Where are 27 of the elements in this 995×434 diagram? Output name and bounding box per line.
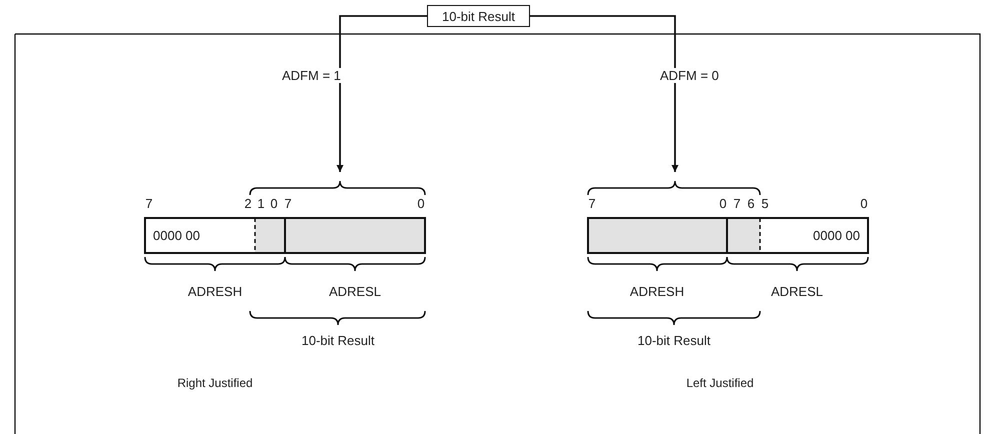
bit-number: 7	[145, 196, 153, 211]
register-name: ADRESH	[630, 284, 684, 299]
bit-number: 5	[761, 196, 769, 211]
bit-number: 0	[417, 196, 425, 211]
arrow	[336, 15, 427, 172]
bit-number: 0	[270, 196, 278, 211]
bit-number: 0	[719, 196, 727, 211]
result-box: 10-bit Result	[427, 5, 530, 27]
register-value: 0000 00	[153, 228, 200, 243]
caption-text: Right Justified	[177, 376, 253, 391]
bit-number: 2	[244, 196, 252, 211]
bit-number: 0	[860, 196, 868, 211]
edge-label: ADFM = 1	[282, 68, 341, 83]
register-name: ADRESH	[188, 284, 242, 299]
caption-text: Left Justified	[686, 376, 754, 391]
result-label: 10-bit Result	[638, 333, 710, 348]
arrow	[530, 15, 678, 172]
bit-number: 7	[588, 196, 596, 211]
edge-label: ADFM = 0	[660, 68, 719, 83]
register-value: 0000 00	[813, 228, 860, 243]
bit-number: 6	[747, 196, 755, 211]
register-name: ADRESL	[770, 284, 824, 299]
bit-number: 1	[257, 196, 265, 211]
result-label: 10-bit Result	[302, 333, 374, 348]
bit-number: 7	[284, 196, 292, 211]
bit-number: 7	[733, 196, 741, 211]
register-name: ADRESL	[328, 284, 382, 299]
